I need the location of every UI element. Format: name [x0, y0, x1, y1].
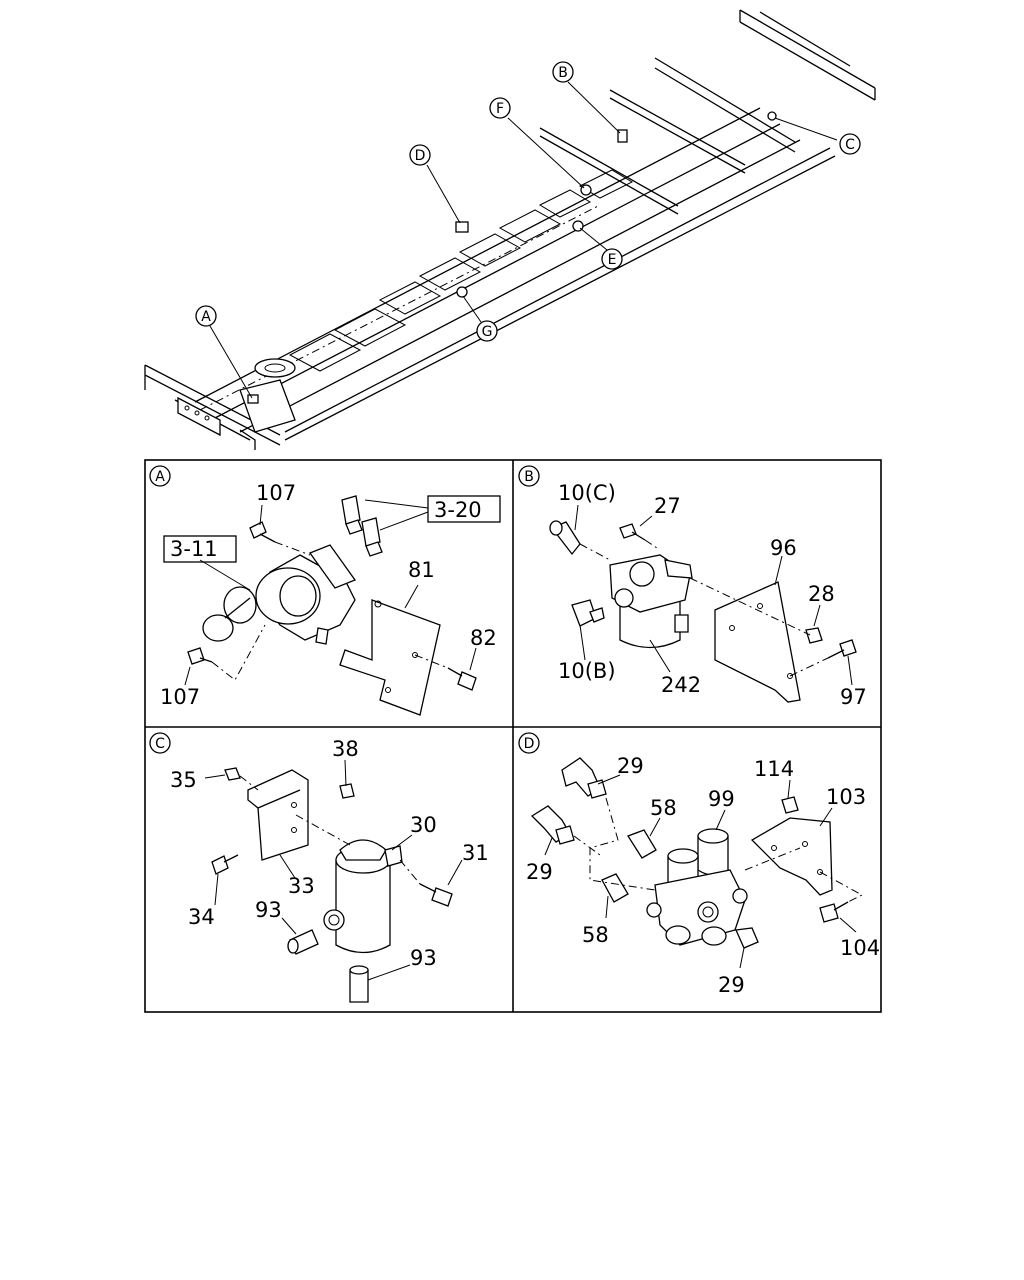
panel-d: D	[518, 732, 880, 997]
label-104: 104	[840, 936, 880, 960]
label-58-top: 58	[650, 796, 677, 820]
panel-c-tag-circle	[149, 732, 171, 754]
bolt-104	[819, 903, 839, 923]
callout-c: C	[839, 133, 861, 155]
bolt-107-bottom	[187, 647, 205, 665]
callout-c-label: C	[845, 137, 855, 153]
ref-box-3-20	[427, 495, 501, 523]
label-93-left: 93	[255, 898, 282, 922]
label-34: 34	[188, 905, 215, 929]
component-c-marker	[767, 111, 777, 121]
panel-d-tag: D	[524, 736, 535, 752]
callout-e: E	[601, 248, 623, 270]
label-103: 103	[826, 785, 866, 809]
nut-38	[339, 783, 355, 799]
label-96: 96	[770, 536, 797, 560]
label-107-top: 107	[256, 481, 296, 505]
pump-assembly	[202, 544, 357, 645]
panel-a-tag-circle	[149, 465, 171, 487]
label-99: 99	[708, 787, 735, 811]
panel-b-tag: B	[524, 469, 534, 485]
callout-b-label: B	[558, 65, 568, 81]
valve-99	[646, 828, 748, 946]
callout-e-label: E	[608, 252, 617, 268]
bolt-34	[211, 855, 229, 875]
callout-a-label: A	[201, 309, 211, 325]
bolt-97	[839, 639, 857, 657]
bolt-31	[431, 887, 453, 907]
fittings-3-20	[341, 495, 383, 557]
component-g-marker	[456, 286, 468, 298]
nut-28	[805, 627, 823, 644]
component-a-marker	[247, 394, 259, 404]
callout-leaders	[209, 81, 838, 399]
valve-30	[323, 839, 403, 954]
chassis-frame-drawing	[144, 9, 876, 450]
fitting-58-bottom	[601, 873, 629, 903]
valve-242	[609, 554, 693, 649]
elbow-29-bottom	[735, 927, 759, 949]
callout-d-label: D	[415, 148, 426, 164]
bracket-96	[714, 581, 801, 703]
panel-b-tag-circle	[518, 465, 540, 487]
panel-d-tag-circle	[518, 732, 540, 754]
fitting-58-top	[627, 829, 657, 859]
ref-box-3-11	[163, 535, 237, 563]
label-10b: 10(B)	[558, 659, 616, 683]
label-29-top: 29	[617, 754, 644, 778]
label-29-left: 29	[526, 860, 553, 884]
label-28: 28	[808, 582, 835, 606]
label-97: 97	[840, 685, 867, 709]
callout-g: G	[476, 320, 498, 342]
label-93-bottom: 93	[410, 946, 437, 970]
callout-a: A	[195, 305, 217, 327]
panel-a: A	[149, 465, 501, 716]
panel-c: C	[149, 732, 489, 1003]
label-107-bottom: 107	[160, 685, 200, 709]
bolt-82	[457, 671, 477, 691]
bracket-81	[339, 599, 441, 716]
label-58-bottom: 58	[582, 923, 609, 947]
panel-c-tag: C	[155, 736, 165, 752]
component-b-marker	[617, 129, 628, 143]
fitting-93-bottom	[349, 969, 369, 1003]
detail-grid	[144, 459, 882, 1013]
nut-114	[781, 796, 799, 814]
panel-b: B	[518, 465, 867, 709]
bolt-27	[619, 523, 637, 539]
label-81: 81	[408, 558, 435, 582]
callout-f-label: F	[496, 101, 504, 117]
panel-a-tag: A	[155, 469, 165, 485]
callout-f: F	[489, 97, 511, 119]
label-30: 30	[410, 813, 437, 837]
bracket-103	[750, 817, 833, 896]
label-29-bottom: 29	[718, 973, 745, 997]
label-114: 114	[754, 757, 794, 781]
component-d-marker	[455, 221, 469, 233]
callout-g-label: G	[482, 324, 493, 340]
label-3-20: 3-20	[434, 498, 482, 522]
callout-d: D	[409, 144, 431, 166]
callout-b: B	[552, 61, 574, 83]
bolt-107-top	[249, 521, 267, 539]
label-33: 33	[288, 874, 315, 898]
label-82: 82	[470, 626, 497, 650]
label-35: 35	[170, 768, 197, 792]
nut-35	[224, 767, 241, 781]
label-38: 38	[332, 737, 359, 761]
label-31: 31	[462, 841, 489, 865]
bracket-33	[247, 769, 309, 861]
label-10c: 10(C)	[558, 481, 616, 505]
label-242: 242	[661, 673, 701, 697]
label-3-11: 3-11	[170, 537, 218, 561]
label-27: 27	[654, 494, 681, 518]
